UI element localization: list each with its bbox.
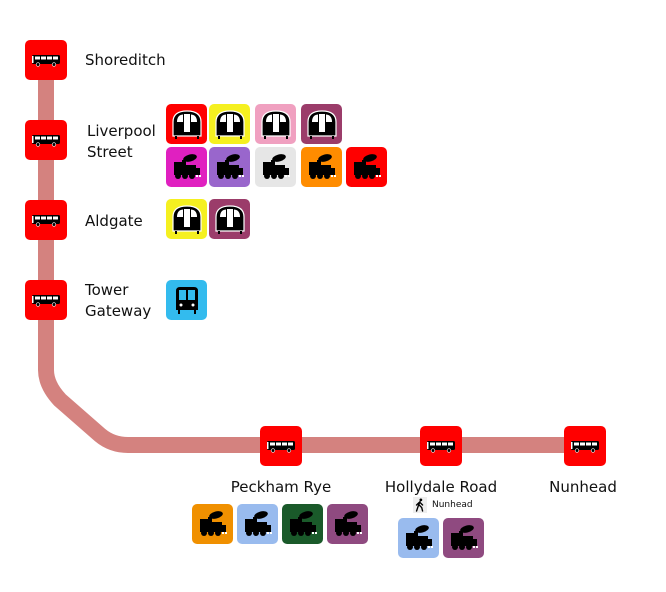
stop-marker-liverpool-street[interactable] (25, 120, 67, 160)
stop-name-line: Street (87, 143, 133, 161)
stop-marker-shoreditch[interactable] (25, 40, 67, 80)
steam-train-icon (196, 508, 230, 540)
rail-connection[interactable] (327, 504, 368, 544)
steam-train-icon (402, 522, 436, 554)
tube-icon (170, 108, 204, 140)
stop-label-hollydale-road: Hollydale Road (385, 477, 497, 498)
steam-train-icon (447, 522, 481, 554)
bus-icon (426, 439, 456, 453)
bus-icon (31, 133, 61, 147)
rail-connection[interactable] (443, 518, 484, 558)
rail-connection[interactable] (282, 504, 323, 544)
bus-icon (31, 213, 61, 227)
stop-name-line: Shoreditch (85, 51, 166, 69)
stop-name-line: Gateway (85, 302, 152, 320)
stop-marker-peckham-rye[interactable] (260, 426, 302, 466)
rail-connection[interactable] (255, 147, 296, 187)
stop-name-line: Peckham Rye (230, 478, 332, 496)
stop-marker-hollydale-road[interactable] (420, 426, 462, 466)
stop-marker-tower-gateway[interactable] (25, 280, 67, 320)
stop-marker-nunhead[interactable] (564, 426, 606, 466)
bus-icon (31, 53, 61, 67)
tube-icon (305, 108, 339, 140)
stop-label-aldgate: Aldgate (85, 211, 143, 232)
steam-train-icon (350, 151, 384, 183)
bus-icon (31, 293, 61, 307)
rail-connection[interactable] (398, 518, 439, 558)
steam-train-icon (259, 151, 293, 183)
tube-connection[interactable] (209, 199, 250, 239)
stop-name-line: Tower (85, 281, 129, 299)
stop-label-shoreditch: Shoreditch (85, 50, 166, 71)
tube-icon (170, 203, 204, 235)
tube-connection[interactable] (209, 104, 250, 144)
rail-connection[interactable] (166, 147, 207, 187)
rail-connection[interactable] (301, 147, 342, 187)
tube-connection[interactable] (301, 104, 342, 144)
tube-connection[interactable] (255, 104, 296, 144)
walk-connection[interactable]: Nunhead (413, 497, 473, 513)
tube-icon (213, 203, 247, 235)
bus-icon (266, 439, 296, 453)
stop-name-line: Hollydale Road (384, 478, 498, 496)
tube-connection[interactable] (166, 104, 207, 144)
steam-train-icon (170, 151, 204, 183)
steam-train-icon (331, 508, 365, 540)
stop-label-nunhead: Nunhead (549, 477, 617, 498)
tube-connection[interactable] (166, 199, 207, 239)
stop-label-liverpool-street: Liverpool Street (87, 121, 156, 163)
steam-train-icon (286, 508, 320, 540)
stop-name-line: Liverpool (87, 122, 156, 140)
steam-train-icon (241, 508, 275, 540)
stop-name-line: Nunhead (549, 478, 617, 496)
stop-name-line: Aldgate (85, 212, 143, 230)
walking-person-icon (413, 497, 427, 513)
stop-label-tower-gateway: Tower Gateway (85, 280, 151, 322)
stop-label-peckham-rye: Peckham Rye (231, 477, 331, 498)
stop-marker-aldgate[interactable] (25, 200, 67, 240)
rail-connection[interactable] (192, 504, 233, 544)
steam-train-icon (213, 151, 247, 183)
dlr-connection[interactable] (166, 280, 207, 320)
steam-train-icon (305, 151, 339, 183)
walk-destination-label: Nunhead (432, 500, 473, 510)
rail-connection[interactable] (209, 147, 250, 187)
rail-connection[interactable] (237, 504, 278, 544)
dlr-train-icon (170, 284, 204, 316)
tube-icon (213, 108, 247, 140)
rail-connection[interactable] (346, 147, 387, 187)
bus-icon (570, 439, 600, 453)
tube-icon (259, 108, 293, 140)
